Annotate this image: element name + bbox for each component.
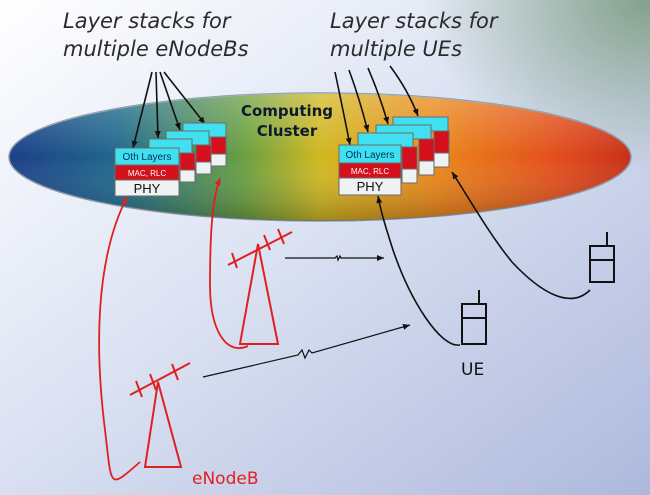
ue-phy-box: [338, 177, 402, 196]
ue-caption-arrows: [334, 65, 419, 146]
enodeb-caption-line1: Layer stacks for: [63, 9, 232, 33]
enodeb-caption-line2: multiple eNodeBs: [63, 37, 249, 61]
ue-phy-label: PHY: [357, 179, 384, 194]
enodeb-stack-back-cards: [148, 122, 227, 183]
ue-mac-rlc-label: MAC, RLC: [351, 167, 389, 176]
enodeb-mac-rlc-label: MAC, RLC: [128, 169, 166, 178]
enodeb-caption-arrows: [131, 71, 206, 149]
wireless-links: [202, 254, 411, 378]
enodeb-layer-stack: Oth Layers MAC, RLC PHY: [114, 147, 180, 197]
cluster-label-line1: Computing: [241, 102, 333, 120]
enodeb-link-bottom: [98, 196, 141, 481]
cluster-label-line2: Cluster: [257, 122, 318, 140]
ue-caption-line2: multiple UEs: [330, 37, 462, 61]
ue-device-2: [589, 232, 615, 283]
ue-layer-stack: Oth Layers MAC, RLC PHY: [338, 144, 402, 196]
wireless-link-middle: [285, 254, 384, 262]
ue-link-1: [376, 195, 461, 346]
ue-oth-layers-label: Oth Layers: [346, 150, 395, 161]
enodeb-tower-middle: [227, 228, 293, 345]
ue-link-2: [451, 171, 591, 300]
enodeb-phy-label: PHY: [134, 181, 161, 196]
enodeb-tower-bottom: [129, 362, 191, 468]
ue-label: UE: [461, 360, 484, 380]
ue-caption-line1: Layer stacks for: [330, 9, 499, 33]
enodeb-oth-layers-label: Oth Layers: [123, 152, 172, 163]
enodeb-fronthaul-links: [98, 177, 249, 481]
ue-device-1: [461, 290, 487, 345]
enodeb-phy-box: [114, 179, 180, 197]
enodeb-link-middle: [209, 177, 249, 349]
ue-links: [376, 171, 591, 346]
ue-stack-back-cards: [357, 116, 450, 184]
computing-cluster: Computing Cluster: [8, 92, 632, 222]
wireless-link-bottom: [202, 324, 411, 378]
enodeb-label: eNodeB: [192, 469, 259, 489]
